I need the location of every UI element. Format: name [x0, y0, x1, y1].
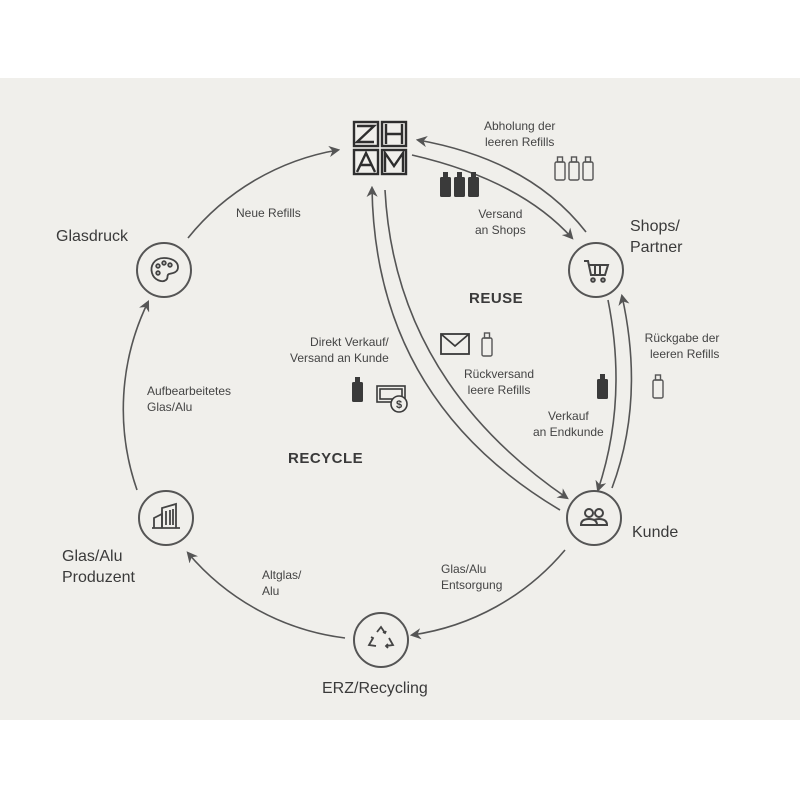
arrow-erz-to-produzent — [186, 551, 346, 639]
full-bottle-icon — [597, 374, 608, 399]
svg-text:$: $ — [396, 399, 402, 411]
zham-logo-icon — [352, 120, 408, 176]
money-icon: $ — [376, 385, 408, 413]
direkt-verkauf-label: Direkt Verkauf/Versand an Kunde — [290, 335, 389, 365]
arrow-kunde-to-logo — [366, 185, 561, 511]
glasdruck-label: Glasdruck — [56, 228, 129, 245]
altglas-label: Altglas/Alu — [262, 568, 302, 598]
glasdruck-node — [136, 242, 192, 298]
neue-refills-label: Neue Refills — [236, 206, 301, 220]
reuse-title: REUSE — [469, 290, 524, 307]
kunde-label: Kunde — [632, 524, 679, 541]
arrow-shops-to-logo — [415, 136, 587, 233]
empty-bottles-icon — [554, 156, 594, 181]
recycle-title: RECYCLE — [288, 450, 364, 467]
erz-node — [353, 612, 409, 668]
arrow-produzent-to-glasdruck — [122, 299, 150, 491]
cart-icon — [584, 260, 610, 283]
arrow-shops-to-kunde — [595, 299, 617, 493]
arrow-kunde-to-erz — [409, 549, 566, 640]
palette-icon — [150, 257, 179, 283]
envelope-icon — [440, 333, 470, 355]
people-icon — [579, 508, 609, 526]
full-bottles-icon — [440, 172, 479, 197]
arrow-kunde-to-shops — [611, 293, 633, 489]
shops-node — [568, 242, 624, 298]
arrow-glasdruck-to-logo — [187, 145, 341, 239]
recycle-icon — [367, 625, 395, 649]
building-icon — [152, 502, 180, 529]
full-bottle-icon — [352, 377, 363, 402]
arrow-logo-to-kunde — [384, 189, 569, 500]
shops-label: Shops/Partner — [630, 218, 683, 256]
kunde-node — [566, 490, 622, 546]
erz-label: ERZ/Recycling — [322, 680, 428, 697]
arrow-logo-to-shops — [411, 154, 574, 240]
empty-bottle-icon — [652, 374, 664, 399]
empty-bottle-icon — [481, 332, 493, 357]
produzent-node — [138, 490, 194, 546]
